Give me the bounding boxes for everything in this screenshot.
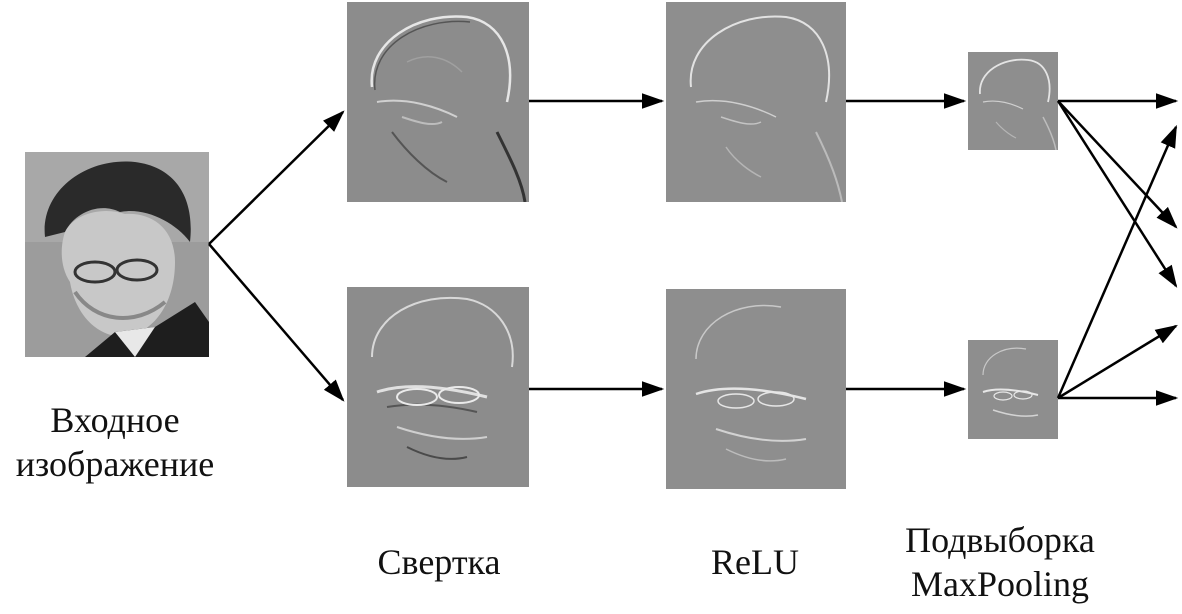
arrow-input-to-conv-bottom [208,243,345,402]
arrow-input-to-conv-top [208,110,345,245]
pooling-caption-line2: MaxPooling [910,564,1089,604]
arrow-pool-bottom-out-2 [1057,324,1178,400]
input-caption-line2: изображение [15,444,215,484]
convolution-label: Свертка [377,542,501,582]
pooling-caption-line1: Подвыборка [905,520,1095,560]
relu-feature-map-bottom [666,289,846,489]
arrow-pool-top-out-2 [1057,100,1178,229]
arrow-pool-bottom-out-1 [1056,124,1178,399]
relu-feature-map-top [666,2,846,202]
pool-feature-map-top [968,52,1058,150]
pooling-caption: Подвыборка MaxPooling [880,518,1120,606]
input-caption: Входное изображение [0,398,230,486]
conv-feature-map-bottom [347,287,529,487]
arrow-pool-top-out-3 [1056,100,1178,288]
input-image [25,152,209,357]
input-caption-line1: Входное [50,400,180,440]
convolution-caption: Свертка [339,540,539,584]
relu-label: ReLU [711,542,799,582]
conv-feature-map-top [347,2,529,202]
pool-feature-map-bottom [968,340,1058,439]
relu-caption: ReLU [655,540,855,584]
